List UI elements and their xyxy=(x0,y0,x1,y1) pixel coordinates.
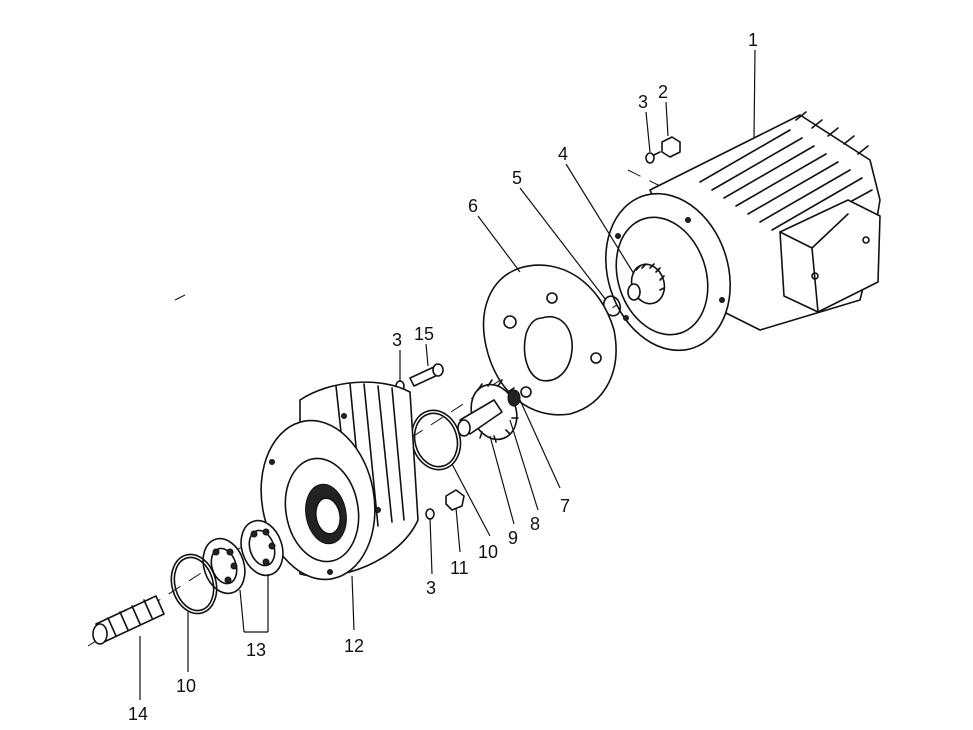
callout-5: 5 xyxy=(512,168,522,188)
cooling-fins xyxy=(699,111,873,239)
callout-9: 9 xyxy=(508,528,518,548)
bearings-part-13 xyxy=(202,519,284,595)
bolt-part-11 xyxy=(425,489,465,520)
assembly-axis xyxy=(87,169,661,647)
callout-3-top: 3 xyxy=(638,92,648,112)
callout-3-bottom: 3 xyxy=(426,578,436,598)
callout-10-lower: 10 xyxy=(176,676,196,696)
output-shaft-part-14 xyxy=(92,595,165,645)
callout-1: 1 xyxy=(748,30,758,50)
callout-15: 15 xyxy=(414,324,434,344)
motor-part-1 xyxy=(605,111,881,352)
callout-11: 11 xyxy=(450,558,469,578)
callout-6: 6 xyxy=(468,196,478,216)
terminal-box xyxy=(779,199,881,313)
gearbox-housing-part-12 xyxy=(260,381,419,581)
callout-7: 7 xyxy=(560,496,570,516)
callout-labels: 1 2 3 4 5 6 3 15 7 8 9 10 11 3 12 13 10 … xyxy=(128,30,758,724)
bolt-part-15 xyxy=(395,363,444,392)
callout-14: 14 xyxy=(128,704,148,724)
callout-2: 2 xyxy=(658,82,668,102)
callout-3-middle: 3 xyxy=(392,330,402,350)
pinion-part-4 xyxy=(627,263,666,305)
callout-10-upper: 10 xyxy=(478,542,498,562)
callout-13: 13 xyxy=(246,640,266,660)
bolt-part-2 xyxy=(645,136,681,164)
callout-4: 4 xyxy=(558,144,568,164)
circlip-part-10-lower xyxy=(170,553,218,615)
callout-8: 8 xyxy=(530,514,540,534)
leader-lines xyxy=(139,49,756,700)
plate-part-6 xyxy=(482,264,617,416)
callout-12: 12 xyxy=(344,636,364,656)
